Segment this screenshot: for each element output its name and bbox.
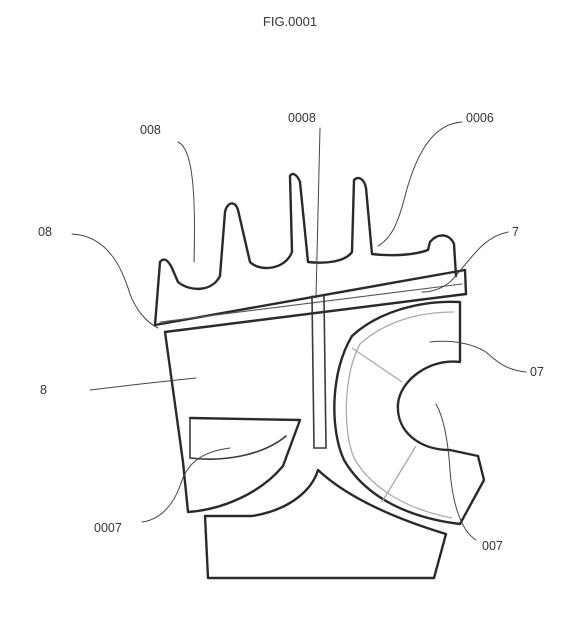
leader-0008 [315,127,321,299]
leader-08 [71,233,159,329]
right-curved-block [333,300,486,526]
leader-7 [421,231,509,293]
label-008: 008 [140,123,161,137]
figure-labels: 008 0008 0006 08 7 8 07 0007 007 [38,111,544,553]
vertical-rod [311,295,327,449]
label-07: 07 [530,365,544,379]
left-block-inner-fold [189,417,287,460]
leader-0007 [141,447,231,523]
label-8: 8 [40,383,47,397]
leader-0006 [377,121,463,247]
curved-block-divider-1 [351,347,403,383]
comb-outline [153,172,458,327]
base-plate-right-edge [463,268,468,296]
leader-008 [177,141,195,263]
rod-left-edge [311,295,315,449]
left-block [163,330,302,514]
leader-07 [429,340,527,373]
curved-block-inner-rim [345,311,455,519]
label-7: 7 [512,225,519,239]
left-block-outline [163,330,302,514]
leader-lines [71,121,527,541]
leader-8 [89,377,197,391]
top-comb-component [153,172,468,334]
label-0006: 0006 [466,111,494,125]
base-plate-inner-line [159,283,463,323]
rod-right-edge [323,295,327,449]
figure-title: FIG.0001 [262,14,318,29]
base-plate-bottom-edge [163,292,468,334]
curved-block-divider-2 [381,445,417,503]
label-0008: 0008 [288,111,316,125]
label-0007: 0007 [94,521,122,535]
bottom-block-outline [203,468,448,580]
curved-block-outer [333,300,486,526]
bottom-block [203,468,448,580]
label-08: 08 [38,225,52,239]
label-007: 007 [482,539,503,553]
leader-007 [435,403,477,541]
